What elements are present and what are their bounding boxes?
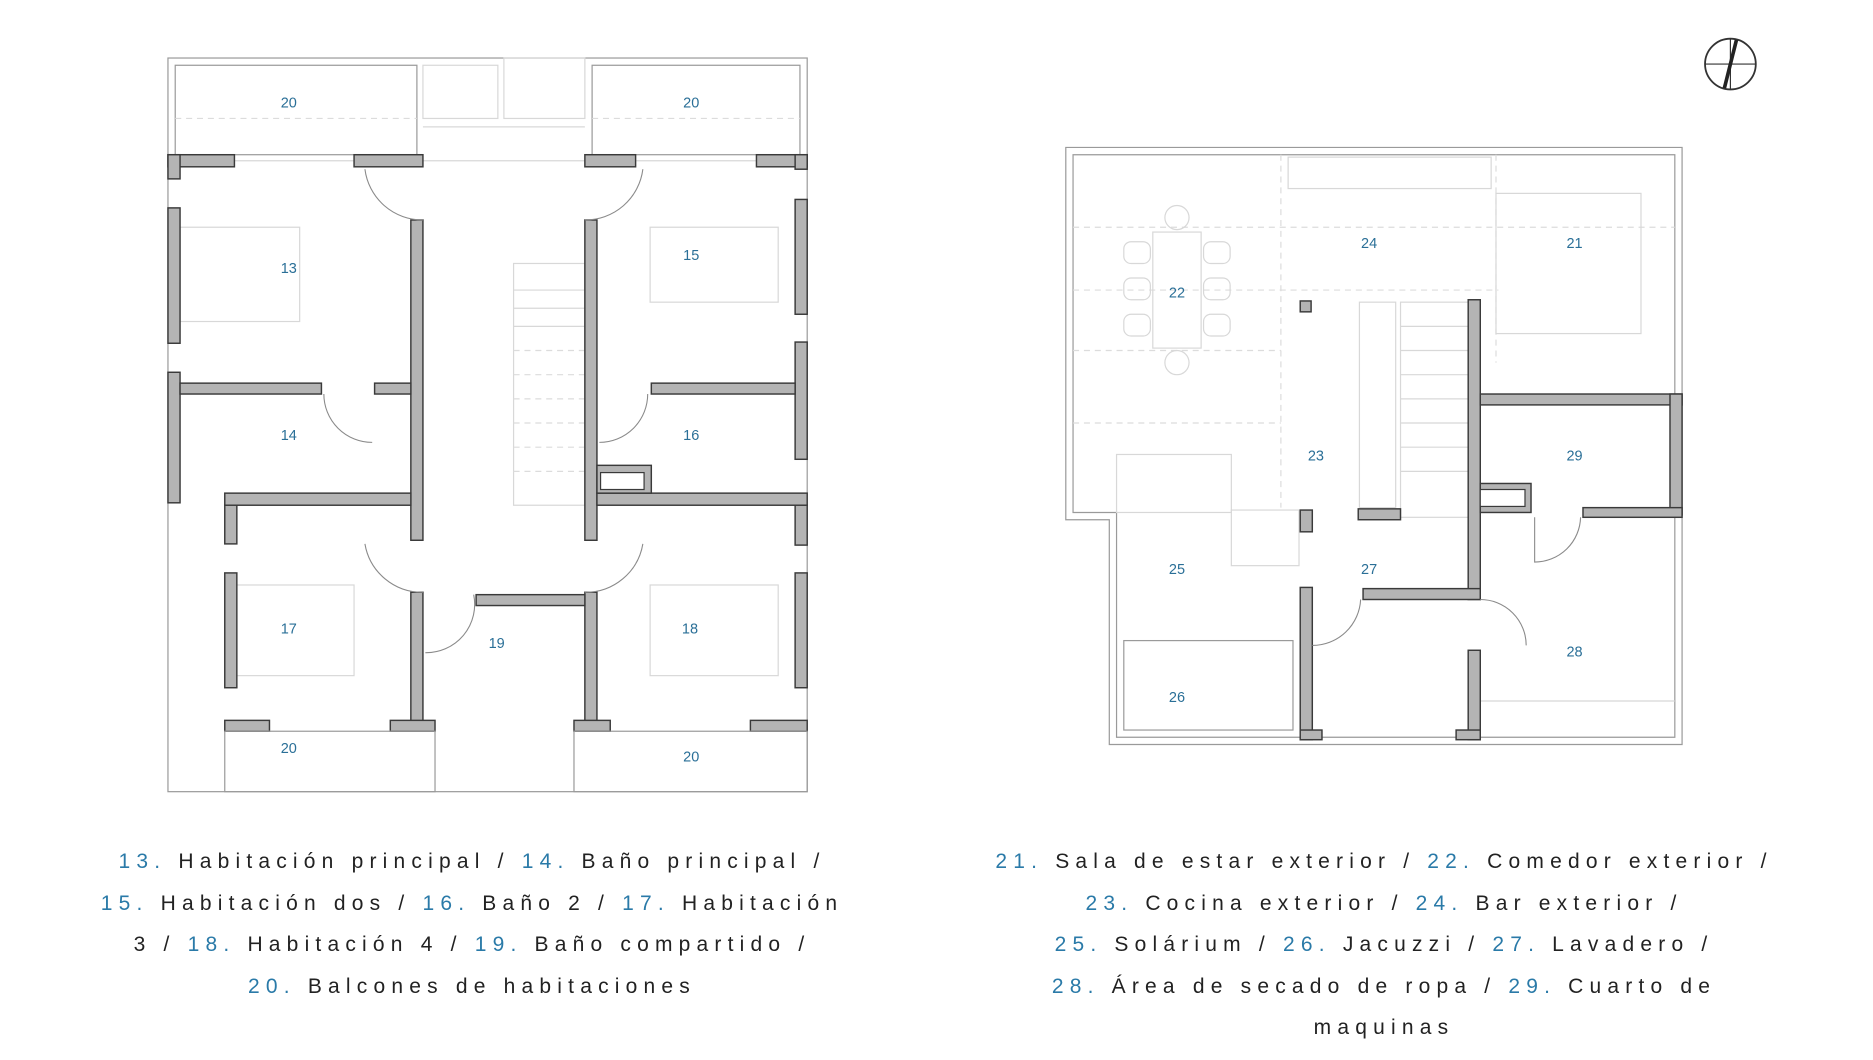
legend-line: 23. Cocina exterior / 24. Bar exterior /	[934, 883, 1834, 925]
legend-text: Lavadero /	[1540, 933, 1714, 956]
room-label: 26	[1169, 690, 1185, 706]
room-label: 20	[281, 96, 297, 112]
walls-right	[1299, 299, 1683, 741]
room-label: 14	[281, 428, 297, 444]
doors-left	[323, 169, 649, 654]
room-label: 25	[1169, 562, 1185, 578]
legend-number: 22.	[1427, 850, 1476, 873]
legend-text: Área de secado de ropa /	[1099, 974, 1509, 998]
room-label: 20	[683, 749, 699, 765]
legend-number: 16.	[422, 891, 471, 915]
room-label: 18	[682, 621, 698, 637]
room-label: 16	[683, 428, 699, 444]
room-label: 20	[683, 96, 699, 112]
legend-right: 21. Sala de estar exterior / 22. Comedor…	[934, 841, 1834, 1049]
room-label: 23	[1308, 449, 1324, 465]
legend-text: Habitación	[669, 891, 844, 915]
legend-number: 20.	[248, 974, 296, 998]
legend-text: Cuarto de	[1556, 974, 1717, 998]
legend-text: Baño principal /	[569, 850, 826, 873]
terrace-floor-plan	[1065, 146, 1683, 746]
legend-line: maquinas	[934, 1007, 1834, 1049]
room-label: 13	[281, 261, 297, 277]
legend-line: 25. Solárium / 26. Jacuzzi / 27. Lavader…	[934, 924, 1834, 966]
legend-left: 13. Habitación principal / 14. Baño prin…	[22, 841, 922, 1007]
legend-line: 20. Balcones de habitaciones	[22, 966, 922, 1008]
compass-north-icon	[1704, 37, 1757, 91]
legend-number: 18.	[187, 933, 236, 956]
legend-text: Habitación principal /	[166, 850, 522, 873]
room-label: 17	[281, 621, 297, 637]
legend-line: 3 / 18. Habitación 4 / 19. Baño comparti…	[22, 924, 922, 966]
legend-number: 25.	[1054, 933, 1103, 956]
legend-number: 14.	[521, 850, 570, 873]
legend-text: Balcones de habitaciones	[295, 974, 696, 998]
legend-number: 23.	[1085, 891, 1134, 915]
legend-number: 28.	[1051, 974, 1100, 998]
room-label: 20	[281, 741, 297, 757]
legend-text: Solárium /	[1102, 933, 1283, 956]
legend-text: Comedor exterior /	[1475, 850, 1773, 873]
legend-text: Jacuzzi /	[1330, 933, 1493, 956]
legend-number: 24.	[1415, 891, 1464, 915]
legend-line: 13. Habitación principal / 14. Baño prin…	[22, 841, 922, 883]
legend-text: Baño compartido /	[522, 933, 811, 956]
legend-text: Baño 2 /	[470, 891, 623, 915]
doors-right	[1312, 517, 1582, 646]
room-labels-right: 24 21 22 23 29 25 27 28 26	[1169, 236, 1583, 706]
room-label: 22	[1169, 285, 1185, 301]
legend-line: 21. Sala de estar exterior / 22. Comedor…	[934, 841, 1834, 883]
room-label: 24	[1361, 236, 1377, 252]
legend-number: 21.	[995, 850, 1044, 873]
room-label: 27	[1361, 562, 1377, 578]
legend-text: maquinas	[1313, 1016, 1455, 1039]
legend-number: 13.	[118, 850, 167, 873]
room-label: 29	[1566, 449, 1582, 465]
legend-text: Cocina exterior /	[1133, 891, 1416, 915]
legend-text: Habitación 4 /	[235, 933, 475, 956]
legend-line: 28. Área de secado de ropa / 29. Cuarto …	[934, 966, 1834, 1008]
legend-number: 29.	[1508, 974, 1557, 998]
bedroom-floor-plan	[167, 57, 808, 793]
room-label: 15	[683, 248, 699, 264]
legend-number: 15.	[100, 891, 149, 915]
legend-text: Habitación dos /	[148, 891, 423, 915]
room-label: 28	[1566, 644, 1582, 660]
room-label: 19	[489, 636, 505, 652]
legend-number: 17.	[622, 891, 670, 915]
legend-number: 19.	[474, 933, 523, 956]
room-labels-left: 20 20 13 15 14 16 17 18 19 20 20	[281, 96, 700, 766]
room-label: 21	[1566, 236, 1582, 252]
walls-left	[167, 153, 808, 732]
legend-text: Bar exterior /	[1463, 891, 1683, 915]
legend-text: 3 /	[133, 933, 188, 956]
legend-line: 15. Habitación dos / 16. Baño 2 / 17. Ha…	[22, 883, 922, 925]
legend-number: 27.	[1492, 933, 1541, 956]
legend-text: Sala de estar exterior /	[1043, 850, 1428, 873]
legend-number: 26.	[1282, 933, 1331, 956]
